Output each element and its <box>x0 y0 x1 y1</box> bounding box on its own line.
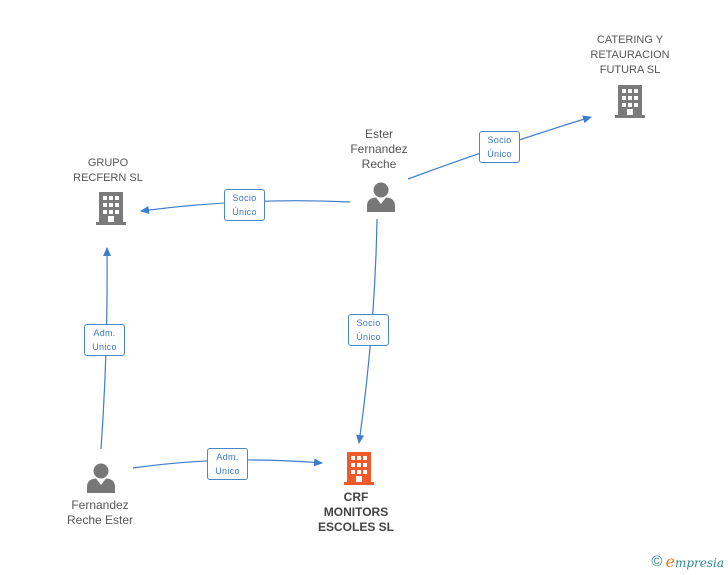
node-label-grupo[interactable]: GRUPO RECFERN SL <box>58 156 158 186</box>
badge-line: Unico <box>92 342 117 352</box>
building-icon[interactable] <box>96 192 126 225</box>
brand-logo[interactable]: © empresia <box>651 552 724 571</box>
badge-line: Único <box>487 149 512 159</box>
edge-badge-ester-crf[interactable]: Socio Único <box>348 314 389 346</box>
badge-line: Unico <box>215 466 240 476</box>
label-line: RECFERN SL <box>73 172 143 184</box>
label-line: Reche <box>361 157 397 171</box>
node-label-fernandez[interactable]: Fernandez Reche Ester <box>44 498 156 528</box>
label-line: Fernandez <box>350 142 408 156</box>
label-line: MONITORS <box>323 505 389 519</box>
label-line: FUTURA SL <box>599 64 661 76</box>
label-line: Reche Ester <box>66 513 134 527</box>
edge-badge-ester-grupo[interactable]: Socio Único <box>224 189 265 221</box>
node-label-catering[interactable]: CATERING Y RETAURACION FUTURA SL <box>568 33 692 78</box>
person-icon[interactable] <box>87 463 115 494</box>
badge-line: Socio <box>356 318 381 328</box>
label-line: RETAURACION <box>590 49 670 61</box>
edge-badge-fernandez-crf[interactable]: Adm. Unico <box>207 448 248 480</box>
node-label-crf[interactable]: CRF MONITORS ESCOLES SL <box>306 490 406 535</box>
label-line: CATERING Y <box>596 34 664 46</box>
label-line: GRUPO <box>87 157 129 169</box>
label-line: Fernandez <box>71 498 129 512</box>
badge-line: Adm. <box>93 328 116 338</box>
badge-line: Adm. <box>216 452 239 462</box>
building-icon[interactable] <box>344 452 374 485</box>
label-line: ESCOLES SL <box>317 520 394 534</box>
badge-line: Socio <box>487 135 512 145</box>
badge-line: Socio <box>232 193 257 203</box>
brand-wordmark: empresia <box>665 552 724 571</box>
edge-badge-fernandez-grupo[interactable]: Adm. Unico <box>84 324 125 356</box>
label-line: CRF <box>343 490 369 504</box>
badge-line: Único <box>356 332 381 342</box>
copyright-icon: © <box>651 553 663 570</box>
label-line: Ester <box>364 127 393 141</box>
node-label-ester[interactable]: Ester Fernandez Reche <box>331 127 427 172</box>
building-icon[interactable] <box>615 85 645 118</box>
badge-line: Único <box>232 207 257 217</box>
edge-badge-ester-catering[interactable]: Socio Único <box>479 131 520 163</box>
person-icon[interactable] <box>367 182 395 213</box>
